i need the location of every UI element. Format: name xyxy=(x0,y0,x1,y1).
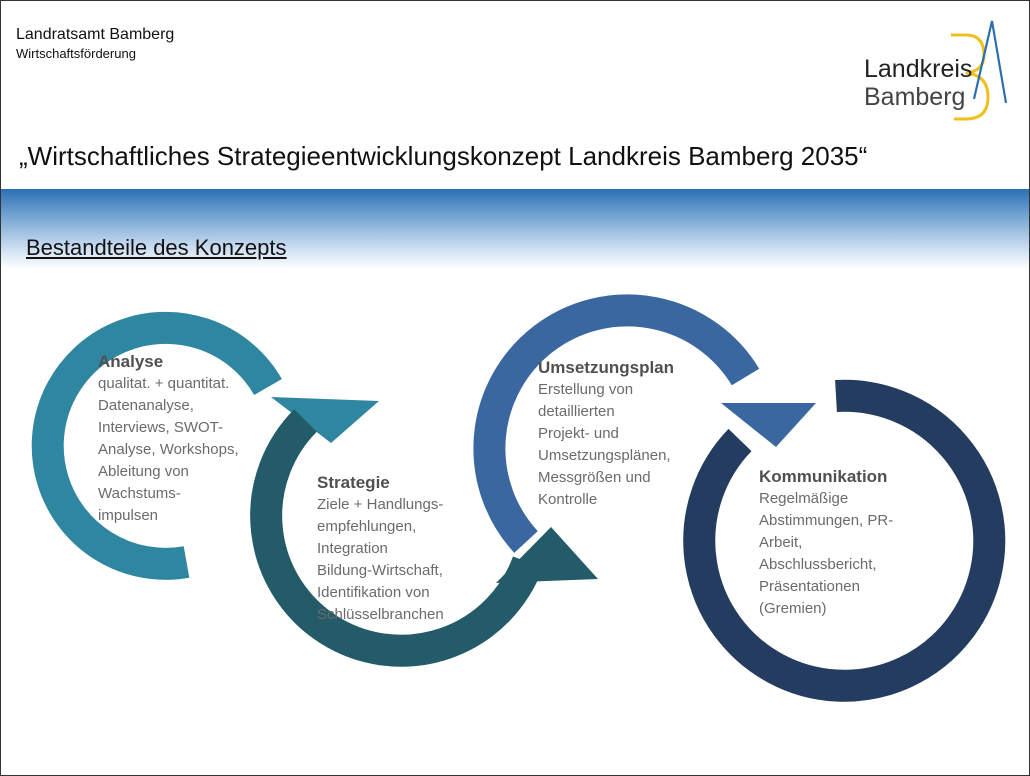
phase-text: detaillierten xyxy=(538,403,615,420)
svg-text:Landkreis: Landkreis xyxy=(864,55,972,83)
phase-text: Interviews, SWOT- xyxy=(98,419,224,436)
landkreis-bamberg-logo: Landkreis Bamberg xyxy=(864,20,1008,121)
phase-text: Analyse, Workshops, xyxy=(98,441,239,458)
phase-kommunikation: Kommunikation Regelmäßige Abstimmungen, … xyxy=(759,466,893,620)
phase-heading: Kommunikation xyxy=(759,467,888,486)
phase-text: Ableitung von xyxy=(98,463,189,480)
phase-text: Umsetzungsplänen, xyxy=(538,447,671,464)
phase-text: Regelmäßige xyxy=(759,490,849,507)
strategie-arrow xyxy=(250,409,598,667)
phase-analyse: Analyse qualitat. + quantitat. Datenanal… xyxy=(98,351,239,527)
phase-text: Kontrolle xyxy=(538,491,598,508)
phase-text: (Gremien) xyxy=(759,600,827,617)
phase-text: Datenanalyse, xyxy=(98,397,194,414)
phase-text: Abstimmungen, PR- xyxy=(759,512,894,529)
phase-text: impulsen xyxy=(98,507,159,524)
phase-text: Wachstums- xyxy=(98,485,181,502)
phase-text: Erstellung von xyxy=(538,381,634,398)
phase-text: Ziele + Handlungs- xyxy=(317,496,444,513)
section-heading: Bestandteile des Konzepts xyxy=(26,235,287,260)
phase-text: Integration xyxy=(317,540,388,557)
svg-text:Bamberg: Bamberg xyxy=(864,83,965,111)
phase-text: qualitat. + quantitat. xyxy=(98,375,230,392)
phase-text: Arbeit, xyxy=(759,534,803,551)
phase-text: Identifikation von xyxy=(317,584,430,601)
phase-text: Messgrößen und xyxy=(538,469,651,486)
phase-heading: Strategie xyxy=(317,473,390,492)
organization-name: Landratsamt Bamberg xyxy=(16,26,175,43)
analyse-arrow xyxy=(31,311,379,580)
phase-text: Projekt- und xyxy=(538,425,619,442)
department-name: Wirtschaftsförderung xyxy=(16,46,136,61)
header-gradient-band xyxy=(1,189,1029,269)
phase-text: Präsentationen xyxy=(759,578,860,595)
page-title: „Wirtschaftliches Strategieentwicklungsk… xyxy=(19,141,868,171)
phase-heading: Umsetzungsplan xyxy=(538,358,675,377)
umsetzung-arrow xyxy=(473,294,816,553)
organization-block: Landratsamt Bamberg Wirtschaftsförderung xyxy=(16,25,174,62)
phase-text: Bildung-Wirtschaft, xyxy=(317,562,443,579)
phase-text: Schlüsselbranchen xyxy=(317,606,444,623)
phase-text: empfehlungen, xyxy=(317,518,417,535)
phase-text: Abschlussbericht, xyxy=(759,556,877,573)
phase-umsetzungsplan: Umsetzungsplan Erstellung von detaillier… xyxy=(538,357,674,511)
phase-strategie: Strategie Ziele + Handlungs- empfehlunge… xyxy=(317,472,444,626)
phase-heading: Analyse xyxy=(98,352,164,371)
kommunikation-arrow xyxy=(683,379,1006,702)
